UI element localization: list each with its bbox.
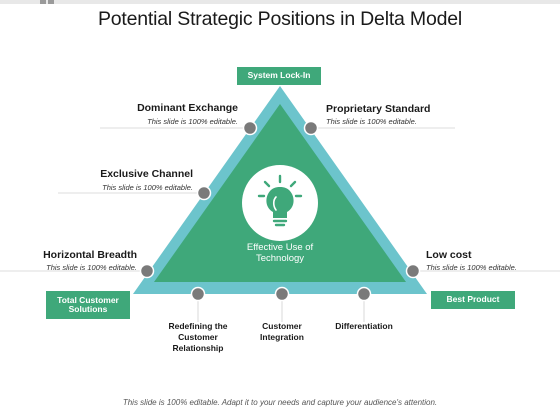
node-marker-proprietary-standard [303, 120, 319, 136]
center-text: Effective Use of Technology [246, 242, 314, 265]
node-markers [139, 120, 421, 302]
node-marker-low-cost [405, 263, 421, 279]
low-cost-desc: This slide is 100% editable. [426, 263, 517, 272]
exclusive-channel-desc: This slide is 100% editable. [102, 183, 193, 192]
dominant-exchange-title: Dominant Exchange [137, 102, 238, 114]
corner-right-tag: Best Product [431, 291, 515, 309]
top-decorative-bar [0, 0, 560, 4]
node-marker-integration [274, 286, 290, 302]
proprietary-standard-title: Proprietary Standard [326, 103, 431, 115]
node-marker-exclusive-channel [196, 185, 212, 201]
proprietary-standard-desc: This slide is 100% editable. [326, 117, 417, 126]
differentiation-label: Differentiation [335, 321, 393, 331]
exclusive-channel-title: Exclusive Channel [100, 168, 193, 180]
apex-tag: System Lock-In [237, 67, 321, 85]
low-cost-title: Low cost [426, 249, 472, 261]
node-marker-dominant-exchange [242, 120, 258, 136]
page-title: Potential Strategic Positions in Delta M… [97, 8, 463, 30]
node-marker-redefining [190, 286, 206, 302]
corner-left-tag: Total Customer Solutions [46, 291, 130, 319]
horizontal-breadth-title: Horizontal Breadth [43, 249, 137, 261]
node-marker-differentiation [356, 286, 372, 302]
redefining-label: Redefining the Customer Relationship [168, 321, 228, 354]
horizontal-breadth-desc: This slide is 100% editable. [46, 263, 137, 272]
integration-label: Customer Integration [260, 321, 304, 343]
lightbulb-icon [257, 174, 303, 227]
top-bar-stripe [48, 0, 54, 4]
footer-note: This slide is 100% editable. Adapt it to… [122, 398, 438, 407]
dominant-exchange-desc: This slide is 100% editable. [147, 117, 238, 126]
node-marker-horizontal-breadth [139, 263, 155, 279]
top-bar-stripe [40, 0, 46, 4]
